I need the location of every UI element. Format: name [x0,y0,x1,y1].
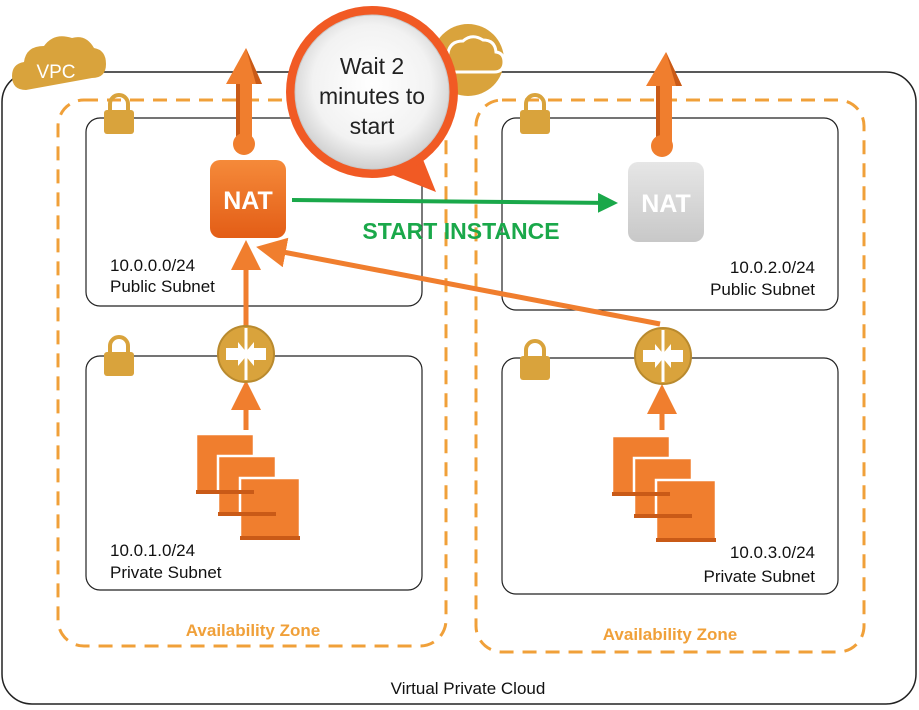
subnet-cidr: 10.0.2.0/24 [730,258,815,277]
subnet-name: Private Subnet [703,567,815,586]
subnet-cidr: 10.0.1.0/24 [110,541,195,560]
callout-line-1: Wait 2 [340,53,404,79]
router-icon [216,324,276,384]
nat-instance-active[interactable]: NAT [210,160,286,238]
lock-icon [102,335,136,378]
vpc-badge-label: VPC [36,62,75,83]
vpc-boundary [1,71,917,705]
subnet-name: Private Subnet [110,563,222,582]
subnet-name: Public Subnet [110,277,215,296]
public-subnet-1 [85,117,423,307]
vpc-caption: Virtual Private Cloud [391,679,546,698]
subnet-cidr: 10.0.0.0/24 [110,256,195,275]
router-icon [633,326,693,386]
subnet-name: Public Subnet [710,280,815,299]
server-stack-icon [610,434,718,542]
nat-label: NAT [223,187,273,215]
nat-label: NAT [641,190,691,218]
subnet-cidr: 10.0.3.0/24 [730,543,815,562]
internet-arrow-1 [226,48,262,155]
start-instance-label: START INSTANCE [362,218,559,244]
server-stack-icon [194,432,302,540]
availability-zone-label: Availability Zone [186,621,320,640]
callout-line-2: minutes to [319,83,425,109]
vpc-badge: VPC [12,36,106,90]
router2-to-nat1-arrow [256,237,661,327]
callout-line-3: start [350,113,395,139]
availability-zone-label: Availability Zone [603,625,737,644]
nat-instance-stopped[interactable]: NAT [628,162,704,242]
start-instance-arrow [291,192,618,213]
internet-arrow-2 [646,52,682,157]
lock-icon [518,339,552,382]
wait-callout: Wait 2 minutes to start [286,6,458,192]
